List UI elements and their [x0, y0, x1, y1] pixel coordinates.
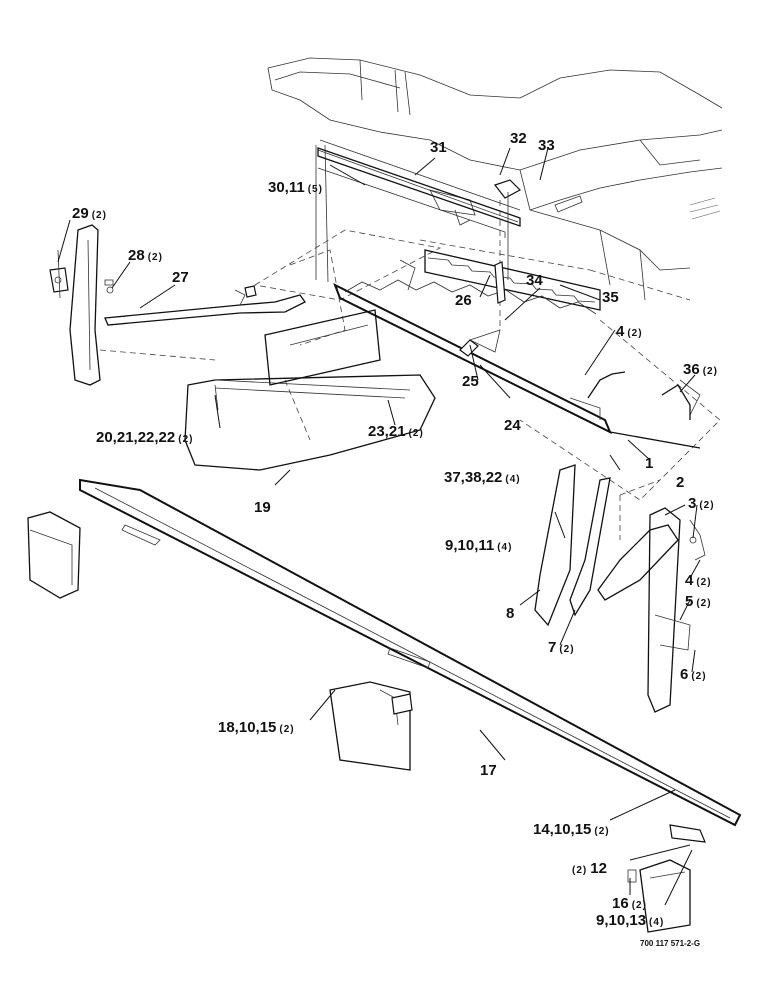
- callout-20-21-22-22: 20,21,22,22(2): [96, 429, 193, 446]
- callout-32: 32: [510, 130, 527, 147]
- callout-29: 29(2): [72, 205, 107, 222]
- callout-9-10-13: 9,10,13(4): [596, 912, 664, 929]
- callout-23-21: 23,21(2): [368, 423, 424, 440]
- callout-3: 3(2): [688, 495, 715, 512]
- part-19-shield: [184, 374, 436, 471]
- callout-4-upper: 4(2): [616, 323, 643, 340]
- left-support-plate: [27, 511, 81, 599]
- callout-27: 27: [172, 269, 189, 286]
- callout-25: 25: [462, 373, 479, 390]
- leader-lines: [57, 147, 701, 906]
- callout-37-38-22: 37,38,22(4): [444, 469, 521, 486]
- callout-28: 28(2): [128, 247, 163, 264]
- part-1-rod: [609, 431, 701, 449]
- callout-1: 1: [645, 455, 653, 472]
- drawing-number: 700 117 571-2-G: [640, 939, 700, 948]
- callout-labels: 31 30,11(5) 32 33 29(2) 28(2) 27 34 26 3…: [72, 130, 718, 929]
- machine-frame: [267, 57, 723, 301]
- right-upright-assembly: [597, 507, 706, 713]
- part-36-bracket: [661, 384, 691, 420]
- callout-33: 33: [538, 137, 555, 154]
- callout-9-10-11: 9,10,11(4): [445, 537, 512, 554]
- callout-35: 35: [602, 289, 619, 306]
- callout-31: 31: [430, 139, 447, 156]
- callout-14-10-15: 14,10,15(2): [533, 821, 610, 838]
- right-lower-bracket: [627, 824, 706, 933]
- part-29-left-post: [49, 224, 101, 386]
- callout-18-10-15: 18,10,15(2): [218, 719, 295, 736]
- part-28-bolt: [104, 279, 114, 294]
- callout-26: 26: [455, 292, 472, 309]
- part-17-long-bar: [79, 478, 742, 827]
- part-7-guard: [569, 477, 611, 617]
- center-support-bracket: [329, 681, 413, 771]
- shield-backer-panel: [264, 309, 381, 386]
- part-4-handle-upper: [587, 371, 626, 399]
- part-8-guard: [534, 464, 576, 627]
- part-27-rod: [104, 285, 306, 326]
- callout-2: 2: [676, 474, 684, 491]
- callout-12: (2)12: [572, 860, 607, 877]
- callout-16: 16(2): [612, 895, 647, 912]
- callout-7: 7(2): [548, 639, 575, 656]
- callout-5: 5(2): [685, 593, 712, 610]
- callout-8: 8: [506, 605, 514, 622]
- callout-19: 19: [254, 499, 271, 516]
- callout-17: 17: [480, 762, 497, 779]
- callout-6: 6(2): [680, 666, 707, 683]
- callout-34: 34: [526, 272, 543, 289]
- construction-lines: [99, 229, 721, 540]
- callout-30-11: 30,11(5): [268, 179, 323, 196]
- part-31-top-bar: [317, 147, 521, 238]
- callout-24: 24: [504, 417, 521, 434]
- part-35-serrated-bar: [424, 249, 601, 311]
- part-26-pin: [494, 261, 506, 304]
- callout-36: 36(2): [683, 361, 718, 378]
- callout-4-lower: 4(2): [685, 572, 712, 589]
